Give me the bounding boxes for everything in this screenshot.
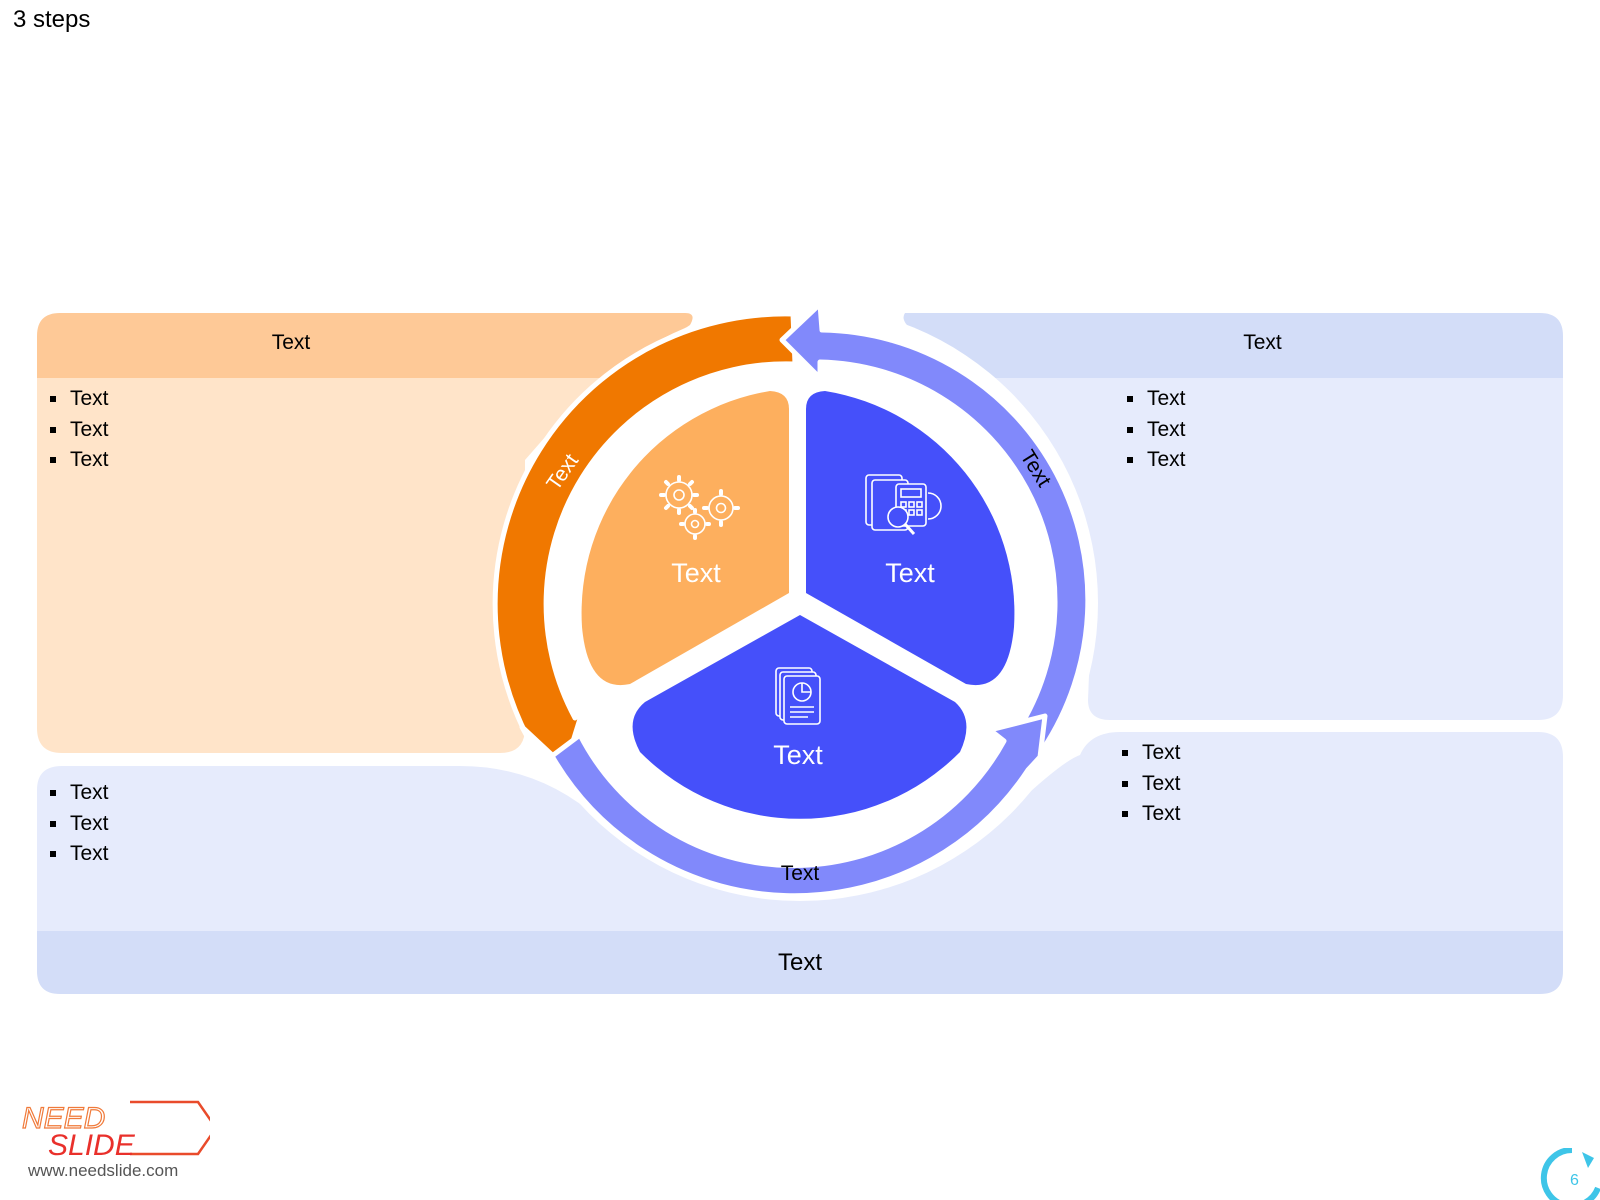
bottom-panel-body: [37, 732, 1563, 932]
list-item: Text: [50, 839, 109, 870]
slide-title: 3 steps: [13, 6, 91, 33]
svg-text:NEED: NEED: [22, 1102, 105, 1135]
right-panel-header: [903, 313, 1563, 378]
segment-blue-top-label: Text: [885, 558, 935, 588]
left-panel-body-top: [37, 378, 610, 460]
list-item: Text: [50, 809, 109, 840]
left-panel-bullets: Text Text Text: [50, 384, 109, 476]
needslide-logo: NEED SLIDE: [21, 1100, 210, 1160]
gears-icon: [659, 475, 740, 540]
segment-orange: [581, 391, 789, 686]
right-panel-bullets: Text Text Text: [1127, 384, 1186, 476]
segment-blue-bottom-label: Text: [773, 740, 823, 770]
list-item: Text: [50, 445, 109, 476]
list-item: Text: [50, 384, 109, 415]
list-item: Text: [1127, 384, 1186, 415]
left-panel-header-text: Text: [271, 331, 311, 354]
orange-arrow: [492, 311, 798, 770]
segment-blue-top: [806, 391, 1015, 686]
page-number: 6: [1570, 1172, 1579, 1189]
list-item: Text: [1122, 799, 1181, 830]
list-item: Text: [1127, 415, 1186, 446]
bottom-arrow: [549, 713, 1048, 899]
list-item: Text: [50, 778, 109, 809]
report-chart-icon: [775, 667, 821, 725]
right-panel-header-text: Text: [1243, 331, 1282, 354]
bottom-left-bullets: Text Text Text: [50, 778, 109, 870]
logo-url: www.needslide.com: [28, 1161, 179, 1180]
page-number-badge-icon: [1540, 1148, 1600, 1200]
footer-bar-text: Text: [777, 949, 822, 976]
left-panel-body: [37, 348, 525, 753]
list-item: Text: [50, 415, 109, 446]
list-item: Text: [1122, 769, 1181, 800]
calculator-search-icon: [865, 474, 942, 536]
left-panel-header: [37, 313, 693, 378]
right-panel-body: [1088, 378, 1563, 720]
right-panel-body-mid: [990, 378, 1100, 650]
list-item: Text: [1127, 445, 1186, 476]
bottom-arrow-label: Text: [781, 862, 820, 885]
bottom-right-bullets: Text Text Text: [1122, 738, 1181, 830]
segment-orange-label: Text: [671, 558, 721, 588]
list-item: Text: [1122, 738, 1181, 769]
bottom-panel-footer: [37, 931, 1563, 994]
svg-text:SLIDE: SLIDE: [48, 1129, 136, 1160]
